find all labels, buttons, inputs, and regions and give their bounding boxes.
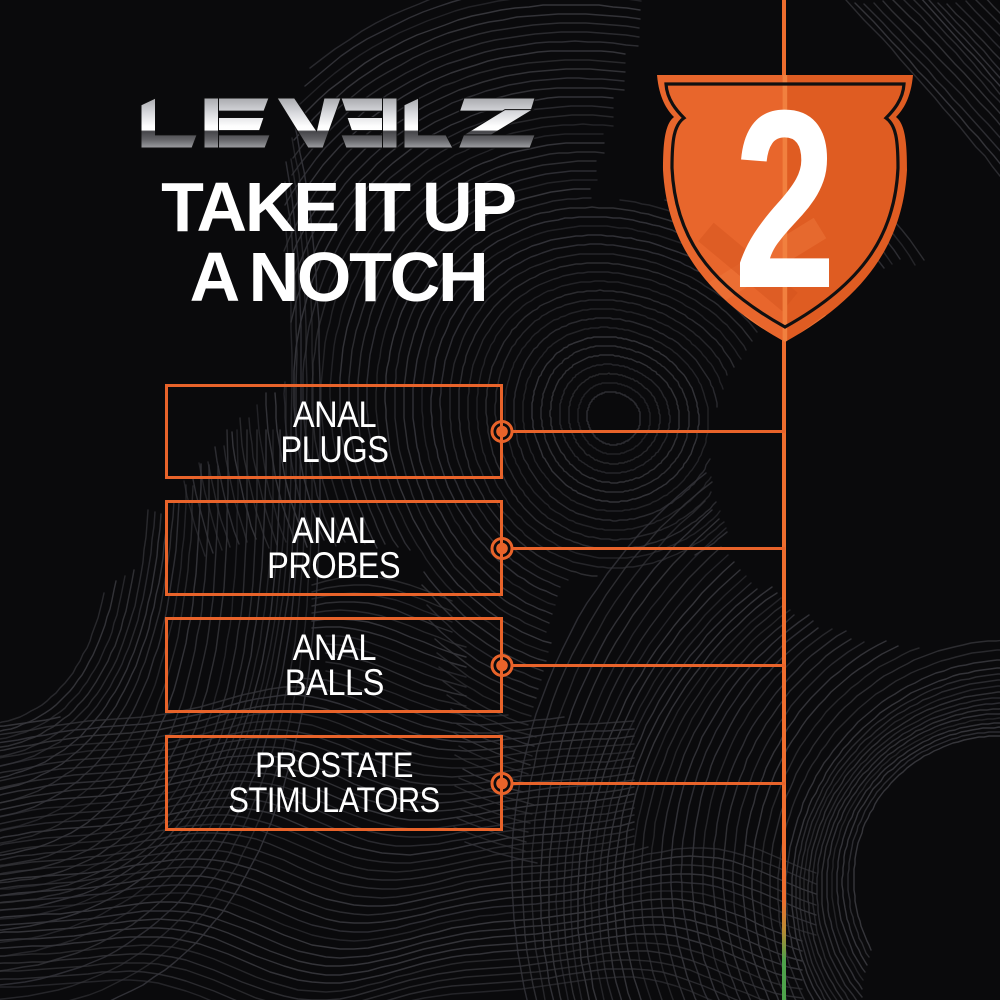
svg-text:2: 2	[734, 58, 837, 342]
